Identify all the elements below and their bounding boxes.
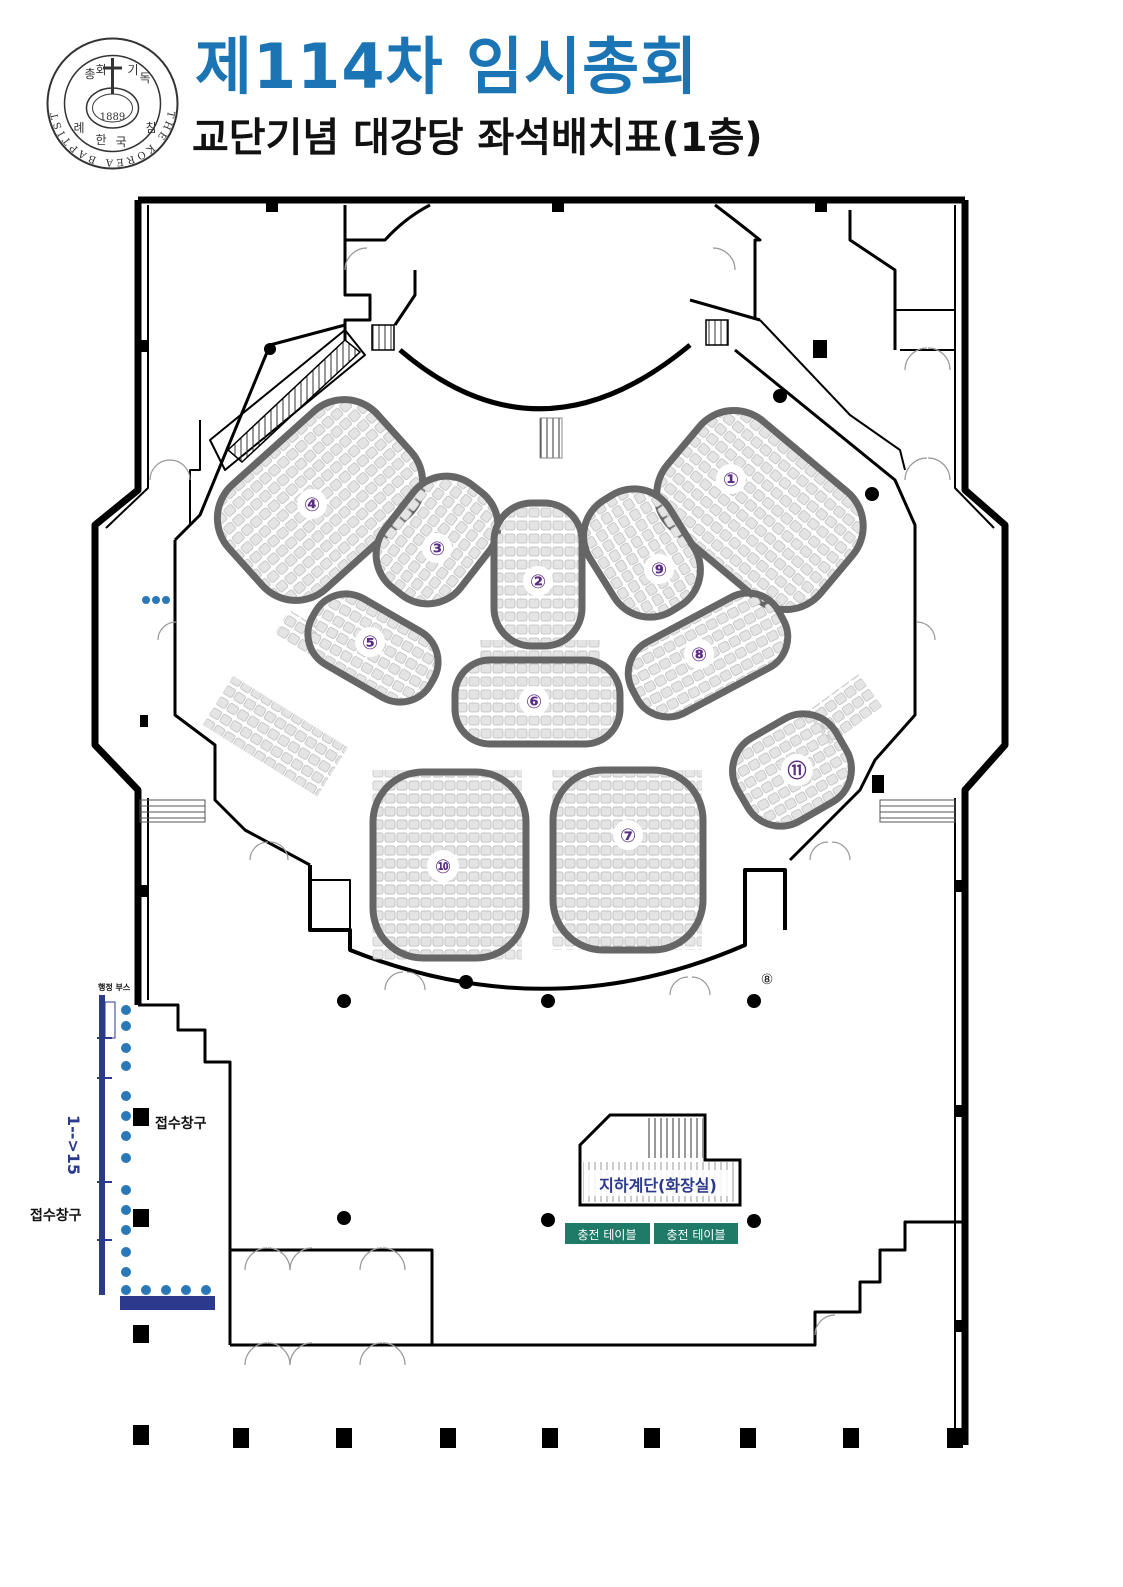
charging-table xyxy=(565,1223,650,1244)
section-number: ③ xyxy=(429,538,445,560)
wall-posts xyxy=(140,200,963,1332)
section-number: ① xyxy=(723,469,739,491)
charging-table-label: 충전 테이블 xyxy=(577,1228,636,1242)
page-subtitle: 교단기념 대강당 좌석배치표(1층) xyxy=(192,115,763,161)
side-queue-dots xyxy=(142,596,170,604)
logo-year: 1889 xyxy=(100,112,125,123)
hall-walls xyxy=(173,203,955,991)
small-marker-8: ⑧ xyxy=(761,972,774,988)
basement-stairs-label: 지하계단(화장실) xyxy=(599,1176,717,1195)
logo-char: 침 xyxy=(145,121,156,135)
side-stairs xyxy=(139,319,956,823)
columns xyxy=(133,343,963,1448)
section-number: ⑨ xyxy=(651,559,667,581)
charging-table xyxy=(654,1223,738,1244)
logo-char: 한 xyxy=(95,133,106,147)
charging-table-label: 충전 테이블 xyxy=(666,1228,725,1242)
section-number: ⑦ xyxy=(620,825,636,847)
kbc-logo: THE KOREA BAPTIST CONVENTION 1889 총 회 기 … xyxy=(45,36,179,170)
logo-char: 기 xyxy=(127,63,138,77)
section-number: ⑪ xyxy=(787,759,806,782)
section-number: ⑧ xyxy=(691,644,707,666)
section-number: ⑤ xyxy=(362,632,378,654)
logo-char: 례 xyxy=(73,121,84,135)
header: THE KOREA BAPTIST CONVENTION 1889 총 회 기 … xyxy=(0,0,1123,190)
logo-char: 국 xyxy=(115,135,126,149)
section-1[interactable] xyxy=(638,392,881,628)
doors xyxy=(149,247,951,1366)
section-number: ④ xyxy=(304,494,320,516)
section-number: ⑥ xyxy=(526,691,542,713)
queue-range-label: 1-->15 xyxy=(64,1115,83,1175)
section-9[interactable] xyxy=(568,473,717,633)
logo-char: 총 xyxy=(84,67,95,81)
section-number: ② xyxy=(530,571,546,593)
reception-label: 접수창구 xyxy=(155,1115,207,1132)
admin-booth: 행정 부스 1-->15 접수창구 접수창구 xyxy=(30,982,215,1310)
charging-tables: 충전 테이블 충전 테이블 xyxy=(565,1223,738,1244)
admin-booth-label: 행정 부스 xyxy=(98,982,131,992)
section-7[interactable] xyxy=(549,766,707,954)
section-number: ⑩ xyxy=(435,856,451,878)
section-numbers: ① ② ③ ④ ⑤ ⑥ ⑦ ⑧ ⑨ ⑩ ⑪ xyxy=(297,464,813,882)
logo-char: 독 xyxy=(139,71,150,85)
basement-stairs: 지하계단(화장실) xyxy=(578,1113,742,1207)
page-title: 제114차 임시총회 xyxy=(195,30,699,103)
reception-label: 접수창구 xyxy=(30,1207,82,1224)
logo-char: 회 xyxy=(95,63,106,77)
